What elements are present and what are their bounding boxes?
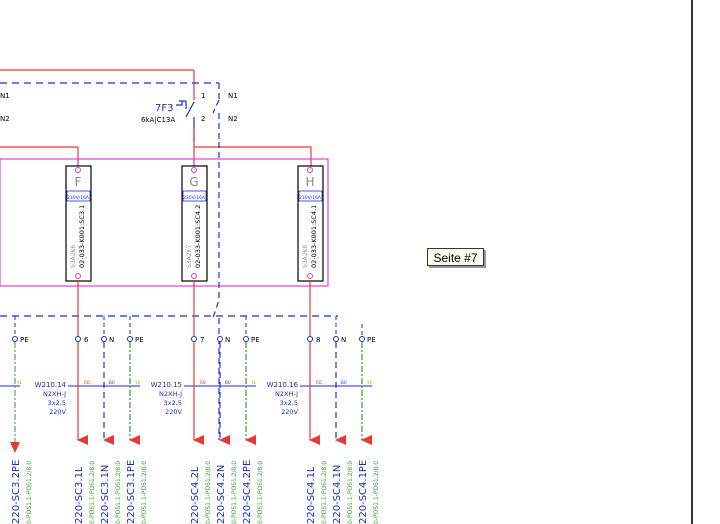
relay-letter: H: [305, 175, 314, 189]
output-ref-l: 0-POS1.1-POS1.2/8.0: [321, 461, 328, 524]
cable-voltage: 220V: [281, 408, 298, 416]
breaker-neutral-pole: [212, 99, 220, 142]
left-n2-pin: N2: [0, 115, 10, 123]
phase-left-feed: [0, 146, 79, 166]
contactor-enclosure: [0, 158, 329, 287]
sheet-border-line: [691, 0, 693, 524]
phase-distribution: [193, 128, 312, 166]
output-ref-pe: 0-POS1.1-POS1.2/8.0: [257, 461, 264, 524]
cable-id: W210.14: [35, 381, 67, 389]
output-label-pe: 220-SC3.1PE: [126, 460, 137, 524]
relay-h[interactable]: H 230V/16A 02-033-K001:SC4.1 S3A2K8: [297, 165, 324, 282]
page-number-tag[interactable]: Seite #7: [427, 248, 484, 266]
output-ref-l: 0-POS1.1-POS1.2/8.0: [205, 461, 212, 524]
core-bu: BU: [109, 380, 115, 385]
circuit-group-2: 7 N PE W210.15 N2XH-J 3x2,5 220V RD BU Y…: [151, 281, 264, 524]
cable-size: 3x2,5: [164, 399, 182, 407]
terminal-n: N: [225, 336, 230, 344]
core-ye: YE: [366, 380, 372, 385]
output-ref-n: 0-POS1.1-POS1.2/8.0: [347, 461, 354, 524]
output-label-n: 220-SC4.1N: [332, 465, 343, 524]
cable-type: N2XH-J: [275, 390, 298, 398]
relay-g[interactable]: G 230V/16A 02-033-K001:SC4.2 S3A2K7: [181, 165, 208, 282]
output-ref-n: 0-POS1.1-POS1.2/8.0: [231, 461, 238, 524]
left-output-label: 220-SC3.2PE: [11, 460, 22, 524]
breaker-tag: 7F3: [155, 103, 173, 114]
cable-size: 3x2,5: [48, 399, 66, 407]
output-label-l: 220-SC4.2L: [190, 466, 201, 524]
circuit-group-3: 8 N PE W210.16 N2XH-J 3x2,5 220V RD BU Y…: [267, 281, 380, 524]
relay-label-main: 02-033-K001:SC4.2: [194, 205, 202, 268]
output-label-n: 220-SC3.1N: [100, 465, 111, 524]
terminal-pe: PE: [367, 336, 376, 344]
relay-f[interactable]: F 230V/16A 02-033-K001:SC3.1 S3A2K6: [65, 165, 92, 282]
breaker-pin-1: 1: [201, 92, 205, 100]
relay-label-main: 02-033-K001:SC3.1: [78, 205, 86, 268]
output-label-l: 220-SC4.1L: [306, 466, 317, 524]
terminal-l: 8: [316, 336, 320, 344]
core-rd: RD: [200, 380, 206, 385]
output-ref-pe: 0-POS1.1-POS1.2/8.0: [373, 461, 380, 524]
relay-label-main: 02-033-K001:SC4.1: [310, 205, 318, 268]
output-label-pe: 220-SC4.1PE: [358, 460, 369, 524]
terminal-l: 7: [200, 336, 204, 344]
terminal-n: N: [341, 336, 346, 344]
cable-voltage: 220V: [165, 408, 182, 416]
neutral-through: [212, 142, 220, 440]
breaker-pin-2: 2: [201, 115, 205, 123]
cable-id: W210.15: [151, 381, 182, 389]
core-rd: RD: [84, 380, 90, 385]
left-output-ref: 0-POS1.1-POS1.2/8.0: [26, 461, 33, 524]
cable-id: W210.16: [267, 381, 299, 389]
left-terminal-pe: PE: [20, 336, 29, 344]
cable-type: N2XH-J: [159, 390, 182, 398]
core-bu: BU: [225, 380, 231, 385]
breaker-n1-pin: N1: [228, 92, 238, 100]
cable-type: N2XH-J: [43, 390, 66, 398]
core-bu: BU: [341, 380, 347, 385]
output-label-n: 220-SC4.2N: [216, 465, 227, 524]
breaker-symbol: [176, 100, 195, 142]
cable-voltage: 220V: [49, 408, 66, 416]
core-ye: YE: [134, 380, 140, 385]
relay-letter: F: [75, 175, 82, 189]
relay-letter: G: [189, 175, 198, 189]
output-label-pe: 220-SC4.2PE: [242, 460, 253, 524]
relay-label-sub: S3A2K8: [302, 245, 309, 268]
output-ref-n: 0-POS1.1-POS1.2/8.0: [115, 461, 122, 524]
output-ref-l: 0-POS1.1-POS1.2/8.0: [89, 461, 96, 524]
circuit-group-1: 6 N PE W210.14 N2XH-J 3x2,5 220V RD BU Y…: [35, 281, 148, 524]
breaker-7f3[interactable]: 7F3 6kA|C13A 1 2 N1 N2: [141, 92, 238, 142]
left-partial-circuit: PE YE 220-SC3.2PE 0-POS1.1-POS1.2/8.0: [0, 316, 33, 524]
relay-rating: 230V/16A: [299, 195, 322, 201]
terminal-l: 6: [84, 336, 89, 344]
breaker-n2-pin: N2: [228, 115, 238, 123]
left-core-ye: YE: [16, 380, 22, 385]
left-n1-pin: N1: [0, 92, 10, 100]
breaker-rating: 6kA|C13A: [141, 116, 175, 124]
cable-size: 3x2,5: [280, 399, 298, 407]
terminal-pe: PE: [251, 336, 260, 344]
core-rd: RD: [316, 380, 322, 385]
terminal-pe: PE: [135, 336, 144, 344]
output-ref-pe: 0-POS1.1-POS1.2/8.0: [141, 461, 148, 524]
terminal-n: N: [109, 336, 114, 344]
relay-rating: 230V/16A: [67, 195, 90, 201]
relay-label-sub: S3A2K6: [70, 245, 77, 268]
relay-label-sub: S3A2K7: [186, 245, 193, 268]
relay-rating: 230V/16A: [183, 195, 206, 201]
output-label-l: 220-SC3.1L: [74, 466, 85, 524]
core-ye: YE: [250, 380, 256, 385]
